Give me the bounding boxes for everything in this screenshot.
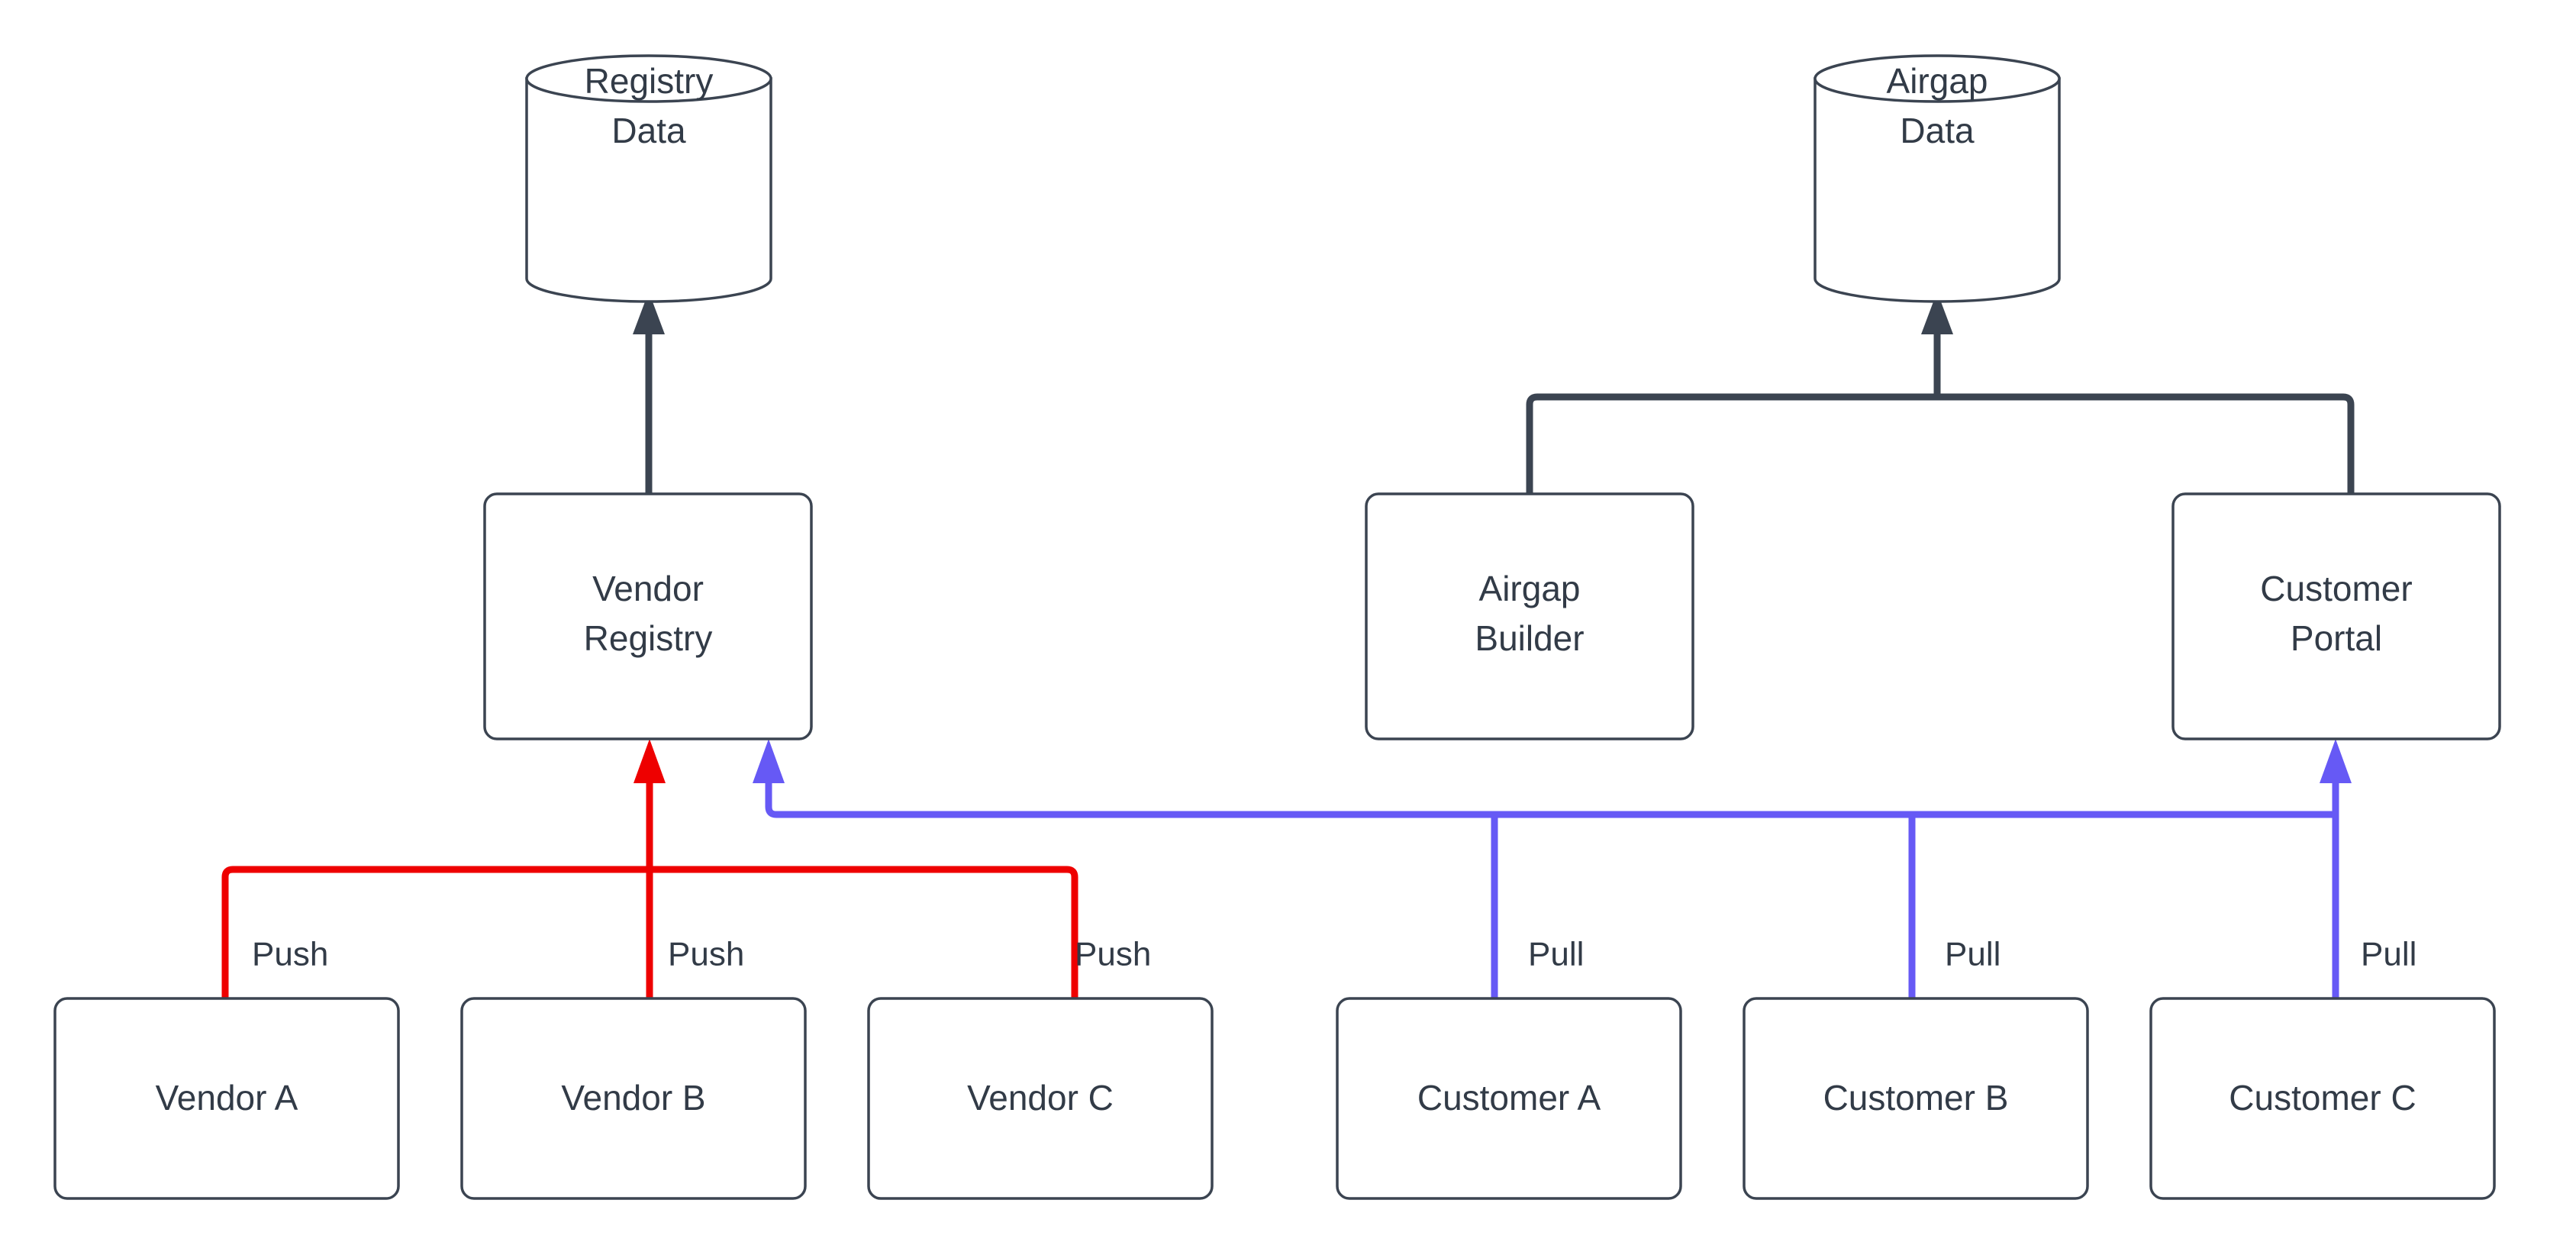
customer-a-label: Customer A <box>1417 1078 1601 1118</box>
edge-label-push-vendor-b: Push <box>668 936 744 973</box>
customer-b-label: Customer B <box>1823 1078 2009 1118</box>
airgap-builder-label-line2: Builder <box>1475 618 1584 658</box>
edge-label-push-vendor-c: Push <box>1075 936 1151 973</box>
node-airgap-builder[interactable]: Airgap Builder <box>1365 492 1694 740</box>
customer-c-label: Customer C <box>2229 1078 2416 1118</box>
node-customer-portal[interactable]: Customer Portal <box>2171 492 2501 740</box>
node-customer-b[interactable]: Customer B <box>1743 997 2089 1200</box>
registry-data-label-line1: Registry <box>585 61 714 101</box>
airgap-builder-label-line1: Airgap <box>1479 569 1581 608</box>
edge-label-pull-customer-b: Pull <box>1945 936 2001 973</box>
node-vendor-registry[interactable]: Vendor Registry <box>483 492 813 740</box>
edge-pull-bus <box>753 739 2352 998</box>
node-vendor-c[interactable]: Vendor C <box>867 997 1214 1200</box>
customer-portal-label-line1: Customer <box>2260 569 2412 608</box>
edge-vendor-registry-to-registry-data <box>633 292 665 494</box>
vendor-b-label: Vendor B <box>561 1078 705 1118</box>
vendor-registry-label-line2: Registry <box>584 618 713 658</box>
edge-label-pull-customer-a: Pull <box>1528 936 1584 973</box>
edge-airgap-tree-to-airgap-data <box>1526 292 2355 494</box>
customer-portal-label-line2: Portal <box>2291 618 2382 658</box>
edge-label-pull-customer-c: Pull <box>2361 936 2416 973</box>
vendor-a-label: Vendor A <box>156 1078 298 1118</box>
node-vendor-a[interactable]: Vendor A <box>53 997 400 1200</box>
node-customer-a[interactable]: Customer A <box>1336 997 1682 1200</box>
registry-data-label-line2: Data <box>611 111 686 150</box>
node-vendor-b[interactable]: Vendor B <box>460 997 807 1200</box>
datastore-airgap-data[interactable]: Airgap Data <box>1814 54 2061 303</box>
vendor-registry-label-line1: Vendor <box>592 569 704 608</box>
airgap-data-label-line2: Data <box>1900 111 1975 150</box>
vendor-c-label: Vendor C <box>967 1078 1114 1118</box>
datastore-registry-data[interactable]: Registry Data <box>525 54 772 303</box>
edge-label-push-vendor-a: Push <box>252 936 328 973</box>
airgap-data-label-line1: Airgap <box>1887 61 1988 101</box>
node-customer-c[interactable]: Customer C <box>2149 997 2496 1200</box>
edge-push-bus <box>221 739 1078 998</box>
